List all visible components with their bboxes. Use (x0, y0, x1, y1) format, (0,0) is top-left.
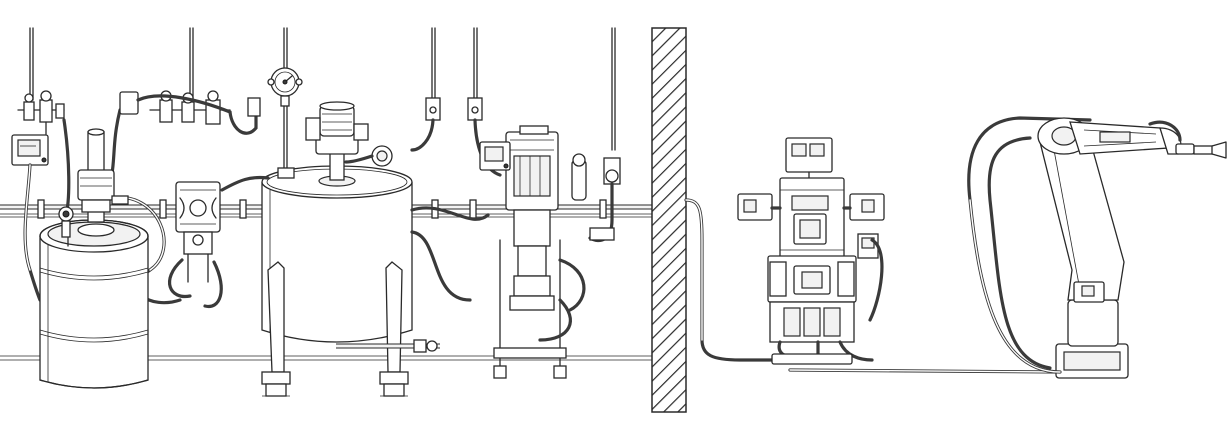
control-station (737, 137, 885, 365)
controller-box-left (11, 134, 49, 166)
diaphragm-pump (168, 181, 223, 309)
mix-tank (261, 165, 440, 397)
ceiling-drop-lines (29, 27, 616, 151)
agitator (305, 101, 393, 181)
air-regulators-left (17, 90, 65, 135)
piston-pump (479, 125, 621, 379)
air-regulators-middle (119, 90, 261, 135)
air-regulators-right (410, 97, 502, 177)
paint-robot (967, 116, 1227, 379)
pressure-gauge (267, 67, 303, 179)
drum (39, 219, 149, 389)
tank-hoses (220, 175, 490, 302)
supply-hose-to-booth (684, 198, 1083, 374)
drum-pump (58, 128, 129, 247)
partition-wall (651, 27, 687, 413)
